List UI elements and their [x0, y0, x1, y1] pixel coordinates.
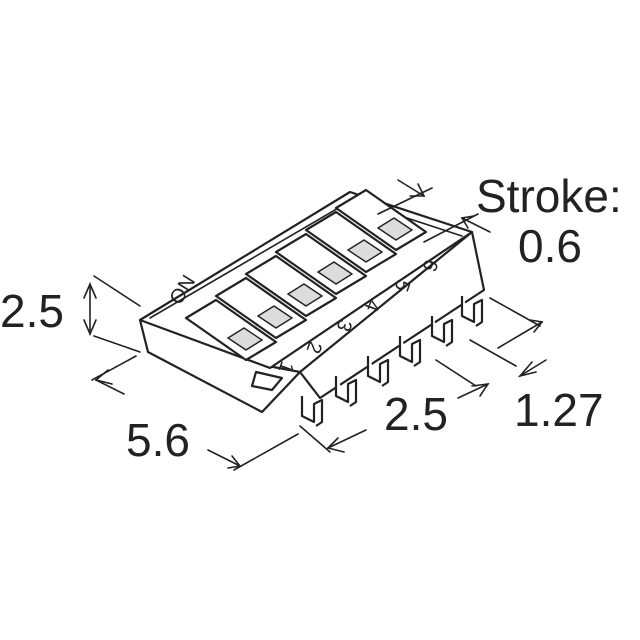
switch-3	[244, 254, 338, 318]
dim-lead-pitch	[469, 297, 547, 378]
switch-5	[304, 210, 398, 274]
switch-4	[274, 232, 368, 296]
dim-stroke	[377, 179, 491, 243]
stroke-label: Stroke:	[476, 170, 622, 222]
front-leads	[300, 296, 484, 427]
switch-number-4: 4	[359, 296, 383, 314]
dim-width-label: 5.6	[126, 414, 190, 466]
dim-pitch-label: 2.5	[384, 388, 448, 440]
dim-lead-pitch-label: 1.27	[514, 384, 604, 436]
corner-notch	[250, 370, 284, 392]
switch-number-3: 3	[331, 316, 355, 334]
switch-2	[214, 276, 308, 340]
dim-width	[91, 355, 299, 471]
dim-pitch	[299, 359, 490, 453]
dim-height-label: 2.5	[0, 285, 64, 337]
stroke-value-label: 0.6	[518, 220, 582, 272]
switch-slots	[184, 188, 428, 362]
switch-6	[334, 188, 428, 252]
dim-height	[83, 275, 141, 353]
switch-1	[184, 298, 278, 362]
switch-number-2: 2	[301, 338, 325, 356]
